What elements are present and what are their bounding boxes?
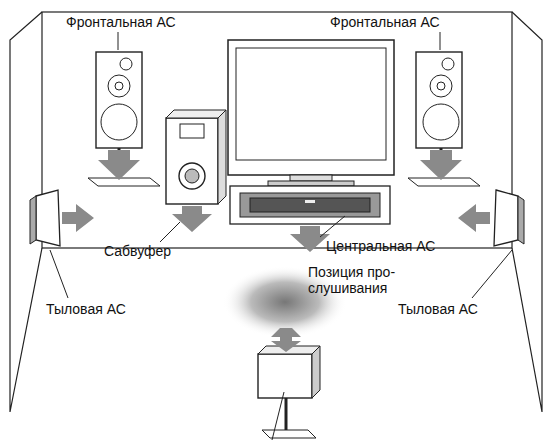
leader-lines [50,32,512,440]
room-outline [10,12,542,412]
direction-arrows [62,150,490,352]
part-label: Тыловая АС [398,301,478,317]
part-label: Тыловая АС [46,301,126,317]
part-label: Центральная АС [326,238,435,254]
center-speaker [230,186,390,224]
part-label: Сабвуфер [104,243,171,259]
rear-left-speaker [30,190,60,246]
rear-center-speaker [258,346,320,438]
part-label: Фронтальная АС [66,14,176,30]
rear-right-speaker [494,190,524,246]
subwoofer [166,110,226,204]
front-left-speaker [88,52,160,186]
front-right-speaker [408,52,480,186]
part-label: Фронтальная АС [330,14,440,30]
part-label: Позиция про-слушивания [308,264,404,296]
tv [228,40,394,186]
